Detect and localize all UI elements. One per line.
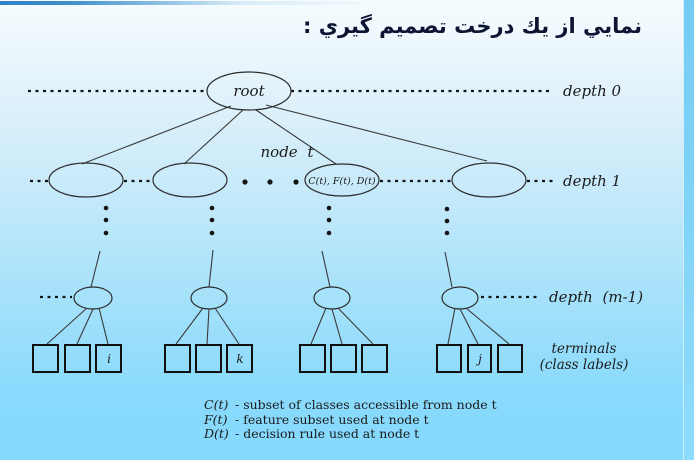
depth1-node-2	[152, 162, 228, 198]
depth1-node-1	[48, 162, 124, 198]
mid-connectors	[90, 249, 453, 288]
right-accent-strip	[683, 0, 694, 460]
node-t	[304, 163, 380, 197]
root-node-label: root	[233, 82, 265, 100]
terminal-square	[497, 344, 523, 373]
legend-term-dt: D(t)	[204, 426, 229, 441]
terminal-square	[32, 344, 59, 373]
terminal-square	[164, 344, 191, 373]
depth1-label: depth 1	[563, 172, 621, 190]
terminal-label-j: j	[475, 352, 482, 366]
node-t-label: node t	[261, 143, 315, 161]
terminal-square	[195, 344, 222, 373]
class-labels-label: (class labels)	[540, 357, 629, 373]
legend: C(t) - subset of classes accessible from…	[204, 397, 497, 442]
legend-row-dt: D(t) - decision rule used at node t	[204, 426, 497, 442]
terminal-label-k: k	[236, 352, 243, 366]
terminal-squares	[32, 344, 523, 373]
legend-row-ft: F(t) - feature subset used at node t	[204, 411, 497, 428]
root-node	[206, 71, 292, 111]
slide-title: نمايي از يك درخت تصميم گيري :	[303, 14, 642, 38]
top-accent-bar	[0, 1, 390, 5]
horizontal-ellipsis-dots	[242, 179, 299, 185]
legend-desc-ct: - subset of classes accessible from node…	[235, 397, 497, 412]
depth-m1-node-3	[313, 286, 351, 310]
legend-desc-ft: - feature subset used at node t	[235, 411, 429, 427]
terminal-label-i: i	[107, 352, 111, 366]
terminal-square	[226, 344, 253, 373]
terminal-square	[436, 344, 462, 373]
terminal-branches	[46, 307, 510, 345]
legend-term-ct: C(t)	[204, 397, 229, 412]
depth1-node-4	[451, 162, 527, 198]
terminal-square	[95, 344, 122, 373]
terminal-square	[361, 344, 388, 373]
root-branches	[81, 104, 488, 165]
depth0-label: depth 0	[563, 82, 622, 100]
terminal-square	[64, 344, 91, 373]
terminals-label: terminals	[552, 341, 617, 357]
depth-m1-node-4	[441, 286, 479, 310]
depth-m1-node-1	[73, 286, 113, 310]
legend-row-ct: C(t) - subset of classes accessible from…	[204, 397, 497, 413]
vertical-ellipsis-dots	[103, 205, 450, 236]
depth-m1-label: depth (m-1)	[549, 288, 643, 306]
terminal-square	[467, 344, 492, 373]
terminal-square	[299, 344, 326, 373]
depth-m1-node-2	[190, 286, 228, 310]
node-t-content: C(t), F(t), D(t)	[308, 176, 376, 187]
terminal-square	[330, 344, 357, 373]
legend-term-ft: F(t)	[204, 411, 228, 427]
legend-desc-dt: - decision rule used at node t	[235, 426, 420, 441]
